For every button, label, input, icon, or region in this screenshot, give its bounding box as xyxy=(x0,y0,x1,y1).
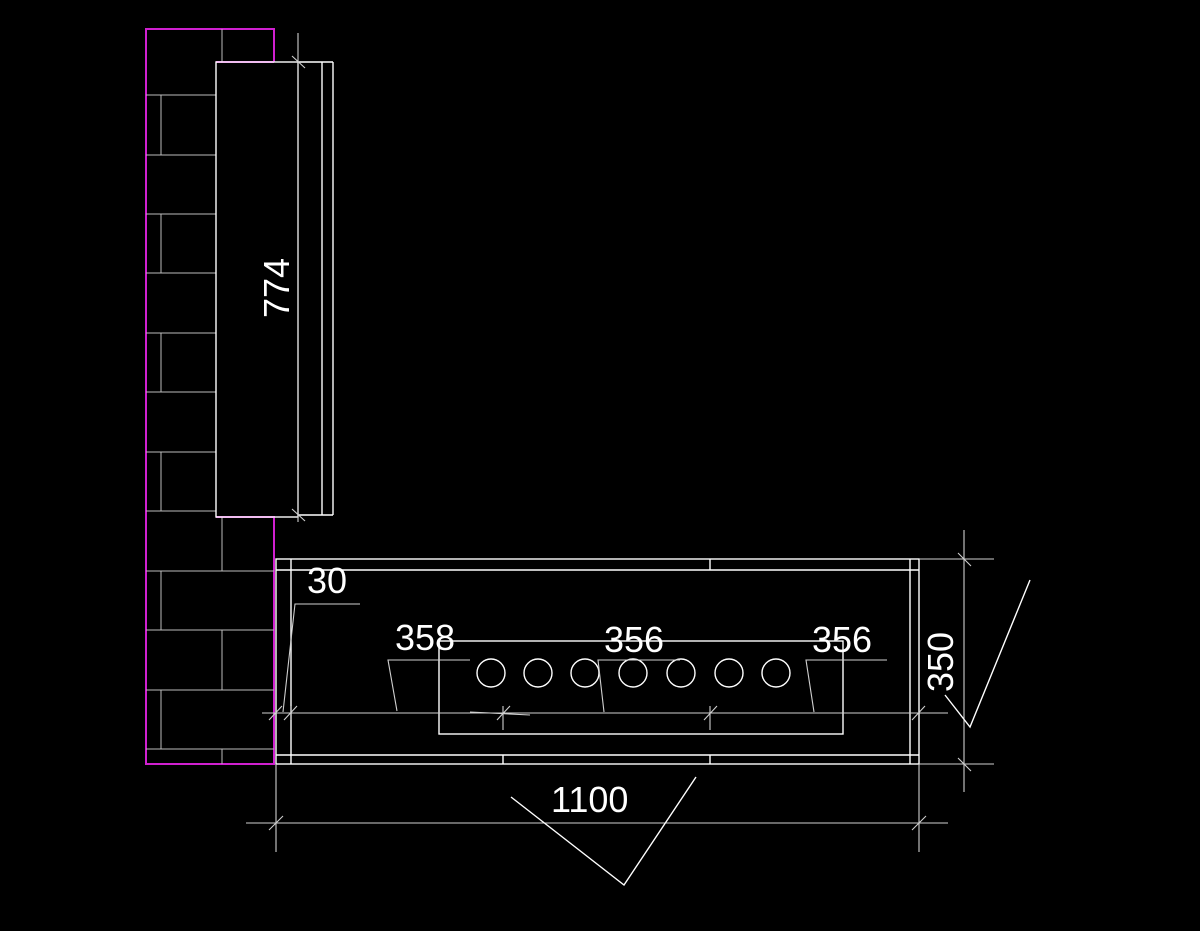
dimension-350: 350 xyxy=(919,530,1031,792)
burner-1 xyxy=(476,658,506,688)
dimension-1100: 1100 xyxy=(246,764,948,887)
leader-350 xyxy=(944,579,1031,729)
base-cabinet xyxy=(275,558,920,765)
leader-30 xyxy=(282,603,360,713)
dimension-30-label: 30 xyxy=(307,560,347,601)
wall-outline xyxy=(145,28,275,765)
leader-1100 xyxy=(510,776,697,887)
segment-dimension-line xyxy=(262,705,948,730)
dimension-leaders xyxy=(282,603,887,716)
leader-356-b xyxy=(805,659,887,713)
burner-3 xyxy=(570,658,600,688)
dimension-350-label: 350 xyxy=(920,632,961,692)
brick-coursing xyxy=(146,29,274,764)
countertop-outline xyxy=(275,558,920,765)
dimension-356-label-a: 356 xyxy=(604,619,664,660)
dimension-1100-label: 1100 xyxy=(551,779,628,820)
cooktop-burners xyxy=(476,658,791,688)
burner-2 xyxy=(523,658,553,688)
burner-5 xyxy=(666,658,696,688)
dimension-358-label: 358 xyxy=(395,617,455,658)
dimension-356-label-b: 356 xyxy=(812,619,872,660)
leader-358 xyxy=(387,659,470,712)
dimension-774: 774 xyxy=(256,33,306,522)
burner-4 xyxy=(618,658,648,688)
burner-6 xyxy=(714,658,744,688)
brick-wall xyxy=(145,28,275,765)
leader-356-a xyxy=(597,659,680,713)
dimension-774-label: 774 xyxy=(256,258,297,318)
cooktop-outline xyxy=(438,640,844,735)
burner-7 xyxy=(761,658,791,688)
